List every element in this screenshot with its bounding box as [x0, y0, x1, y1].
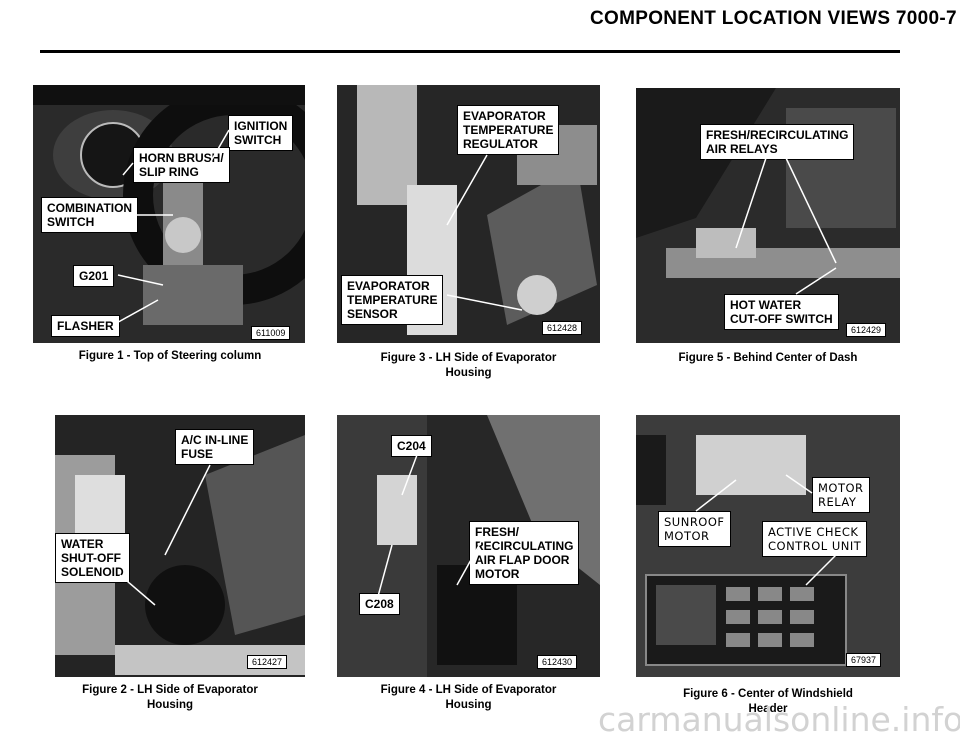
label-active-check-control-unit: ACTIVE CHECK CONTROL UNIT	[762, 521, 868, 557]
figure-3-caption: Figure 3 - LH Side of Evaporator Housing	[380, 352, 557, 379]
label-fresh-recirculating-air-relays: FRESH/RECIRCULATING AIR RELAYS	[700, 124, 855, 160]
figure-5-caption: Figure 5 - Behind Center of Dash	[678, 352, 858, 364]
page-title: COMPONENT LOCATION VIEWS 7000-7	[590, 8, 957, 29]
header-rule	[40, 50, 900, 53]
figure-4-caption: Figure 4 - LH Side of Evaporator Housing	[380, 684, 557, 711]
label-motor-relay: MOTOR RELAY	[812, 477, 870, 513]
label-water-shutoff-solenoid: WATER SHUT-OFF SOLENOID	[55, 533, 130, 583]
label-combination-switch: COMBINATION SWITCH	[41, 197, 139, 233]
figure-6-photo: MOTOR RELAY SUNROOF MOTOR ACTIVE CHECK C…	[636, 415, 900, 677]
watermark: carmanualsonline.info	[598, 700, 960, 739]
figure-3-photo: EVAPORATOR TEMPERATURE REGULATOR EVAPORA…	[337, 85, 600, 343]
label-fresh-recirculating-air-flap-door-motor: FRESH/ RECIRCULATING AIR FLAP DOOR MOTOR	[469, 521, 580, 585]
figure-1-photo: IGNITION SWITCH HORN BRUSH/ SLIP RING CO…	[33, 85, 305, 343]
label-c204: C204	[391, 435, 432, 457]
photo-number: 612428	[542, 321, 583, 335]
label-c208: C208	[359, 593, 400, 615]
photo-number: 612430	[537, 655, 578, 669]
photo-number: 611009	[251, 326, 291, 340]
label-flasher: FLASHER	[51, 315, 120, 337]
figure-6-caption: Figure 6 - Center of Windshield Header	[683, 688, 853, 715]
label-evaporator-temperature-sensor: EVAPORATOR TEMPERATURE SENSOR	[341, 275, 444, 325]
figure-2-photo: A/C IN-LINE FUSE WATER SHUT-OFF SOLENOID…	[55, 415, 305, 677]
figure-4-photo: C204 FRESH/ RECIRCULATING AIR FLAP DOOR …	[337, 415, 600, 677]
figure-2-caption: Figure 2 - LH Side of Evaporator Housing	[82, 684, 258, 711]
label-horn-brush-slip-ring: HORN BRUSH/ SLIP RING	[133, 147, 230, 183]
label-ignition-switch: IGNITION SWITCH	[228, 115, 294, 151]
photo-number: 67937	[846, 653, 882, 667]
label-hot-water-cutoff-switch: HOT WATER CUT-OFF SWITCH	[724, 294, 839, 330]
label-ac-inline-fuse: A/C IN-LINE FUSE	[175, 429, 255, 465]
label-evaporator-temperature-regulator: EVAPORATOR TEMPERATURE REGULATOR	[457, 105, 560, 155]
label-g201: G201	[73, 265, 115, 287]
figure-1-caption: Figure 1 - Top of Steering column	[78, 350, 262, 362]
label-sunroof-motor: SUNROOF MOTOR	[658, 511, 731, 547]
photo-number: 612427	[247, 655, 288, 669]
figure-5-photo: FRESH/RECIRCULATING AIR RELAYS HOT WATER…	[636, 88, 900, 343]
photo-number: 612429	[846, 323, 887, 337]
